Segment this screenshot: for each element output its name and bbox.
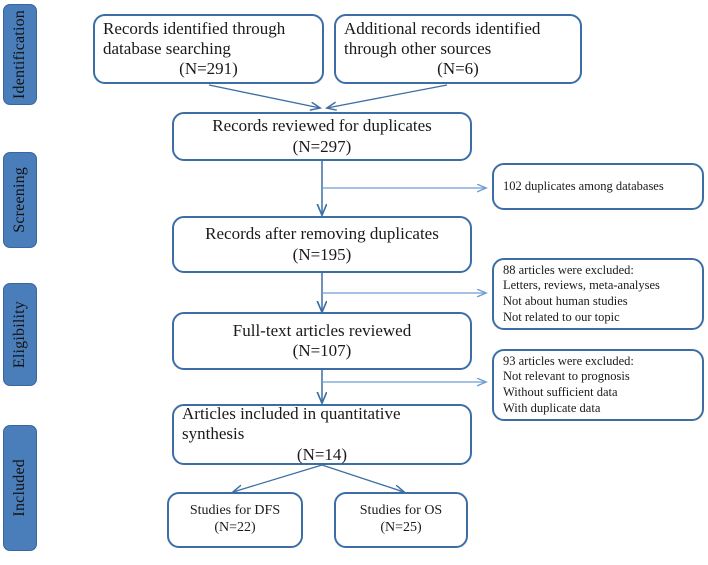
box-articles-included-synthesis: Articles included in quantitative synthe…	[172, 404, 472, 465]
exclusion-line: Not relevant to prognosis	[503, 369, 630, 384]
exclusion-line: Letters, reviews, meta-analyses	[503, 278, 660, 293]
box-studies-for-dfs: Studies for DFS (N=22)	[167, 492, 303, 548]
exclusion-line: Without sufficient data	[503, 385, 618, 399]
box-line: Additional records identified	[344, 18, 541, 38]
box-count: (N=25)	[380, 520, 422, 535]
box-count: (N=297)	[292, 136, 352, 156]
exclusion-line: Not related to our topic	[503, 309, 620, 324]
box-additional-records-other-sources: Additional records identified through ot…	[334, 14, 582, 84]
box-line: Studies for DFS	[189, 503, 281, 519]
exclusion-line: 102 duplicates among databases	[503, 178, 664, 193]
box-fulltext-articles-reviewed: Full-text articles reviewed (N=107)	[172, 312, 472, 370]
exclusion-line: With duplicate data	[503, 400, 601, 415]
box-line: database searching	[103, 38, 231, 58]
box-excluded-88-articles: 88 articles were excluded: Letters, revi…	[492, 258, 704, 330]
box-excluded-93-articles: 93 articles were excluded: Not relevant …	[492, 349, 704, 421]
box-line: synthesis	[182, 424, 245, 444]
box-line: through other sources	[344, 38, 492, 58]
stage-tab-screening: Screening	[3, 152, 37, 248]
arrow-included-to-os	[321, 464, 404, 492]
box-studies-for-os: Studies for OS (N=25)	[334, 492, 468, 548]
stage-label-included: Included	[11, 459, 28, 517]
box-count: (N=107)	[292, 341, 352, 360]
arrow-database-to-reviewed	[208, 84, 320, 108]
exclusion-line: Not about human studies	[503, 294, 628, 308]
arrow-other-to-reviewed	[327, 84, 448, 108]
exclusion-line: 93 articles were excluded:	[503, 353, 634, 368]
box-line: Records after removing duplicates	[205, 224, 439, 244]
stage-tab-identification: Identification	[3, 4, 37, 105]
box-duplicates-removed-note: 102 duplicates among databases	[492, 163, 704, 210]
box-line: Studies for OS	[359, 503, 443, 519]
stage-label-identification: Identification	[11, 10, 28, 99]
box-count: (N=6)	[437, 59, 479, 79]
exclusion-line: 88 articles were excluded:	[503, 262, 634, 277]
box-records-reviewed-duplicates: Records reviewed for duplicates (N=297)	[172, 112, 472, 161]
box-line: Articles included in quantitative	[182, 404, 401, 424]
box-line: Records reviewed for duplicates	[212, 116, 432, 136]
box-count: (N=195)	[292, 244, 352, 264]
arrow-included-to-dfs	[233, 464, 323, 492]
box-count: (N=22)	[214, 520, 256, 535]
stage-label-screening: Screening	[11, 167, 28, 233]
stage-tab-included: Included	[3, 425, 37, 551]
box-count: (N=14)	[296, 444, 348, 464]
box-records-identified-database: Records identified through database sear…	[93, 14, 324, 84]
box-line: Records identified through	[103, 18, 286, 38]
box-records-after-removing-duplicates: Records after removing duplicates (N=195…	[172, 216, 472, 273]
stage-tab-eligibility: Eligibility	[3, 283, 37, 386]
stage-label-eligibility: Eligibility	[11, 300, 28, 369]
box-line: Full-text articles reviewed	[232, 320, 412, 340]
box-count: (N=291)	[179, 59, 238, 79]
